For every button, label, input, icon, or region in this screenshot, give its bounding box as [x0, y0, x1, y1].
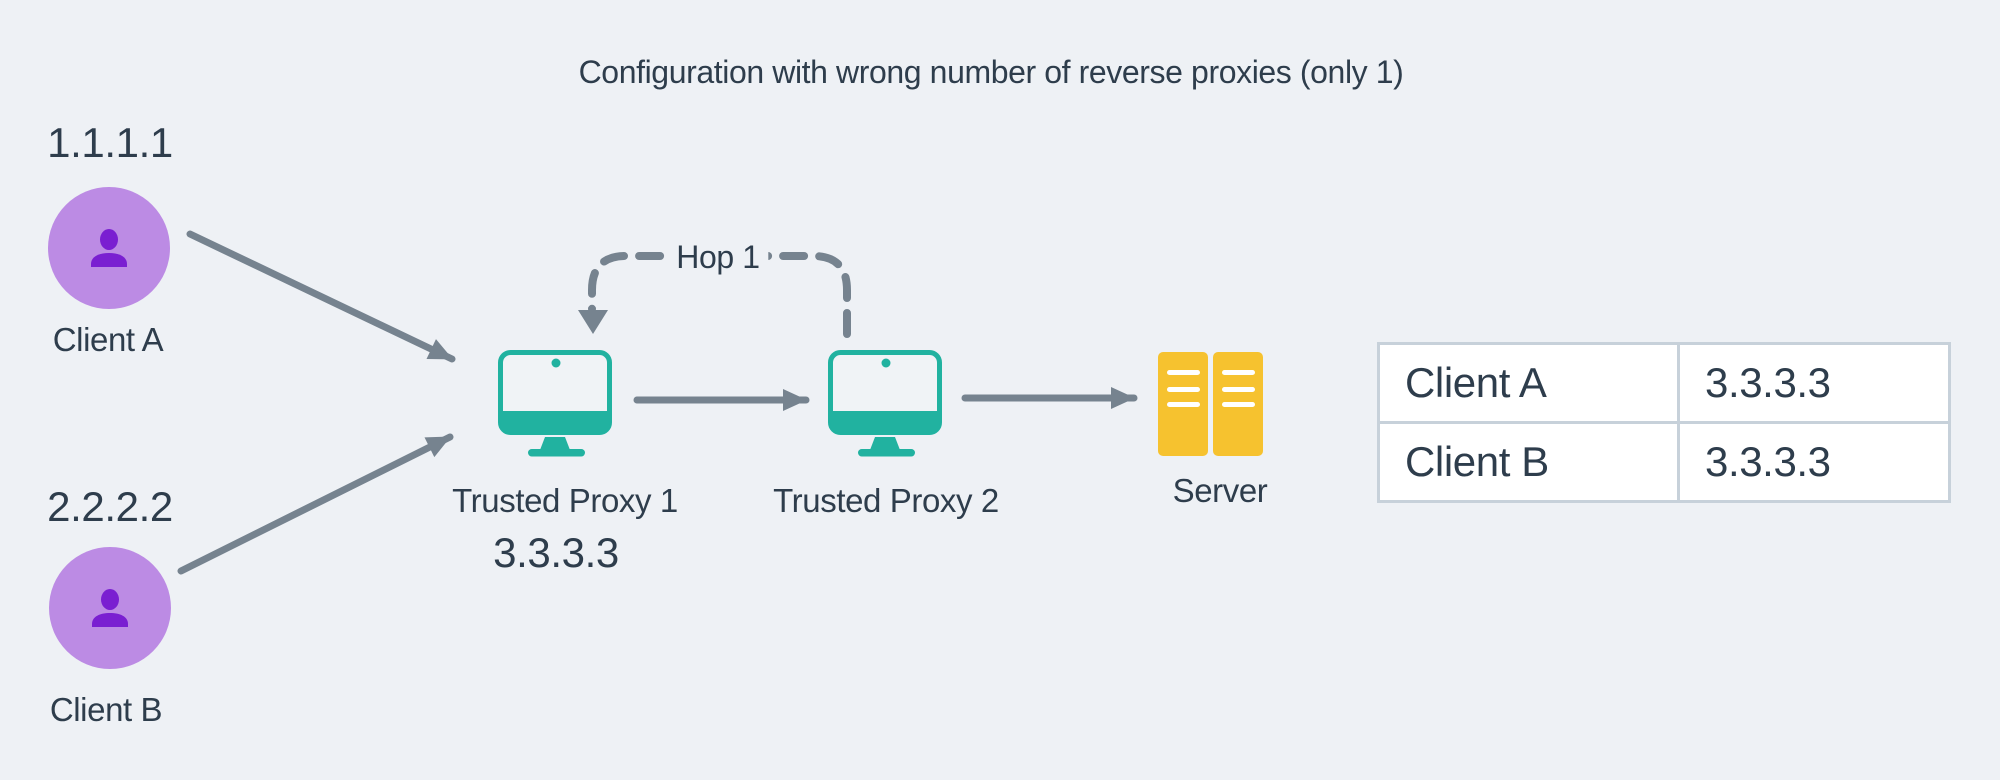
arrow-client-a-to-proxy1	[186, 230, 456, 363]
client-b-ip: 2.2.2.2	[47, 483, 173, 530]
proxy1-label: Trusted Proxy 1	[452, 482, 678, 519]
person-icon	[92, 589, 128, 627]
client-a-ip: 1.1.1.1	[47, 119, 173, 166]
table-cell-client-a-ip: 3.3.3.3	[1680, 345, 1948, 421]
server-icon	[1158, 352, 1263, 461]
proxy1-monitor-icon	[498, 350, 612, 462]
table-cell-client-b-ip: 3.3.3.3	[1680, 424, 1948, 500]
diagram-title: Configuration with wrong number of rever…	[578, 54, 1404, 90]
client-b-label: Client B	[49, 691, 163, 728]
hop-label: Hop 1	[667, 238, 769, 276]
table-cell-client-a: Client A	[1380, 345, 1677, 421]
proxy1-ip: 3.3.3.3	[493, 529, 619, 576]
proxy2-label: Trusted Proxy 2	[773, 482, 999, 519]
arrow-client-b-to-proxy1	[177, 433, 454, 575]
table-cell-client-b: Client B	[1380, 424, 1677, 500]
server-label: Server	[1172, 472, 1268, 509]
proxy2-monitor-icon	[828, 350, 942, 462]
person-icon	[91, 229, 127, 267]
client-b-avatar	[49, 547, 171, 669]
hop-arrowhead	[578, 310, 608, 334]
client-a-avatar	[48, 187, 170, 309]
client-ip-table: Client A 3.3.3.3 Client B 3.3.3.3	[1377, 342, 1951, 503]
client-a-label: Client A	[52, 321, 164, 358]
